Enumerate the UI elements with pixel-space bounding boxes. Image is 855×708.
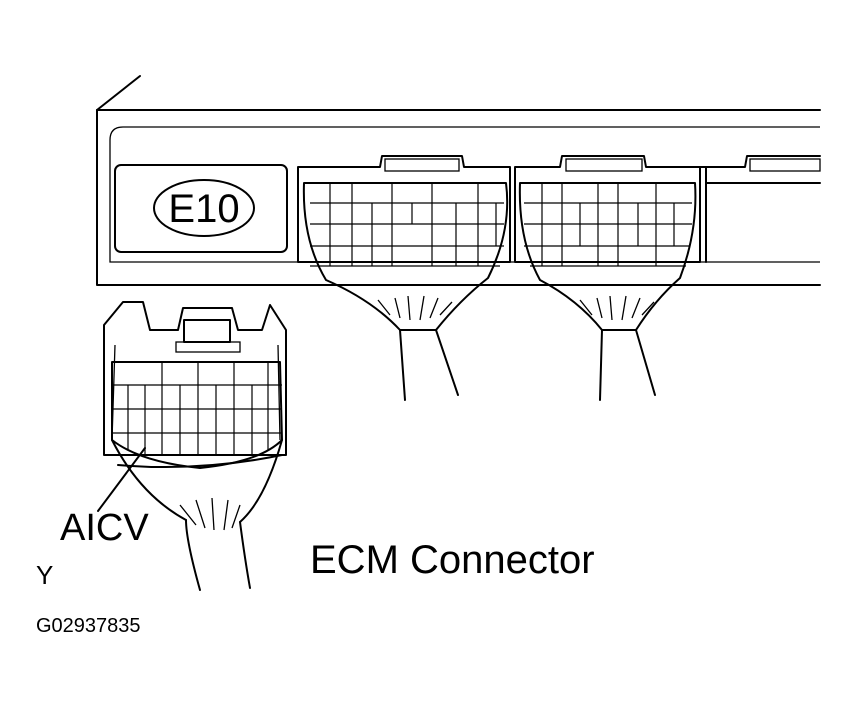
ecm-socket-2 <box>514 155 701 263</box>
ecm-code-label: E10 <box>168 187 239 231</box>
aicv-pin-label: AICV <box>60 507 149 549</box>
upper-connector-1-plug <box>302 182 509 401</box>
aicv-connector <box>103 301 287 591</box>
ecm-socket-1 <box>297 155 511 263</box>
upper-connector-2-plug <box>518 182 697 401</box>
diagram-caption: ECM Connector <box>310 538 595 582</box>
corner-mark: Y <box>36 560 53 590</box>
ecm-socket-3 <box>699 155 821 263</box>
ecm-code-panel: E10 <box>114 164 288 253</box>
aicv-leader-line <box>97 447 146 512</box>
figure-id: G02937835 <box>36 615 141 637</box>
